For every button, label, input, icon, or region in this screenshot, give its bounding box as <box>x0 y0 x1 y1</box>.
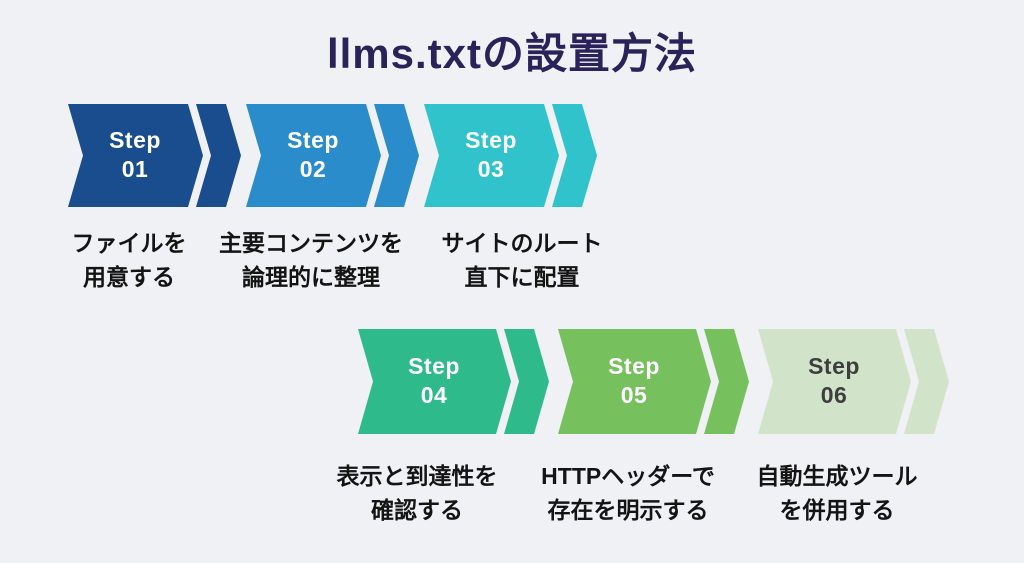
step-number: 06 <box>821 382 848 408</box>
step-label-02: 主要コンテンツを 論理的に整理 <box>219 226 403 294</box>
step-label-line: サイトのルート <box>441 230 603 256</box>
chevron-separator-icon <box>704 329 749 434</box>
arrow-graphic-06: Step 06 <box>758 329 949 434</box>
chevron-separator-icon <box>504 329 549 434</box>
step-number: 04 <box>421 382 448 408</box>
step-label-line: 表示と到達性を <box>336 463 498 489</box>
step-label-06: 自動生成ツール を併用する <box>757 459 918 527</box>
step-label-line: 用意する <box>83 264 175 290</box>
arrow-body-shape <box>758 329 911 434</box>
step-number: 05 <box>621 382 648 408</box>
arrow-body-shape <box>358 329 511 434</box>
chevron-separator-icon <box>904 329 949 434</box>
arrow-graphic-01: Step 01 <box>68 104 241 207</box>
step-label-01: ファイルを 用意する <box>72 226 187 294</box>
arrow-graphic-05: Step 05 <box>558 329 749 434</box>
step-word: Step <box>465 127 517 153</box>
arrow-body-shape <box>424 104 559 207</box>
step-arrow-03: Step 03 <box>424 104 602 207</box>
step-label-line: 自動生成ツール <box>756 463 918 489</box>
step-label-line: HTTPヘッダーで <box>541 463 715 489</box>
step-word: Step <box>109 127 161 153</box>
step-label-04: 表示と到達性を 確認する <box>337 459 498 527</box>
step-label-line: ファイルを <box>71 230 187 256</box>
arrow-body-shape <box>246 104 381 207</box>
step-word: Step <box>608 353 660 379</box>
step-number: 02 <box>300 156 327 182</box>
arrow-body-shape <box>558 329 711 434</box>
step-arrow-05: Step 05 <box>558 329 758 434</box>
arrow-graphic-04: Step 04 <box>358 329 549 434</box>
step-label-03: サイトのルート 直下に配置 <box>442 226 603 294</box>
step-arrow-01: Step 01 <box>68 104 246 207</box>
arrow-graphic-03: Step 03 <box>424 104 597 207</box>
step-number: 03 <box>478 156 505 182</box>
step-word: Step <box>408 353 460 379</box>
chevron-separator-icon <box>552 104 597 207</box>
step-label-line: を併用する <box>779 497 895 523</box>
arrow-body-shape <box>68 104 203 207</box>
arrow-graphic-02: Step 02 <box>246 104 419 207</box>
step-word: Step <box>287 127 339 153</box>
step-label-line: 論理的に整理 <box>242 264 380 290</box>
page-title: llms.txtの設置方法 <box>326 30 698 77</box>
step-label-line: 確認する <box>371 497 463 523</box>
step-label-line: 直下に配置 <box>464 264 580 290</box>
chevron-separator-icon <box>196 104 241 207</box>
step-label-line: 存在を明示する <box>547 497 709 523</box>
step-word: Step <box>808 353 860 379</box>
chevron-separator-icon <box>374 104 419 207</box>
step-arrow-02: Step 02 <box>246 104 424 207</box>
step-arrow-06: Step 06 <box>758 329 958 434</box>
step-label-05: HTTPヘッダーで 存在を明示する <box>541 459 715 527</box>
step-label-line: 主要コンテンツを <box>219 230 403 256</box>
step-number: 01 <box>122 156 149 182</box>
step-arrow-04: Step 04 <box>358 329 558 434</box>
